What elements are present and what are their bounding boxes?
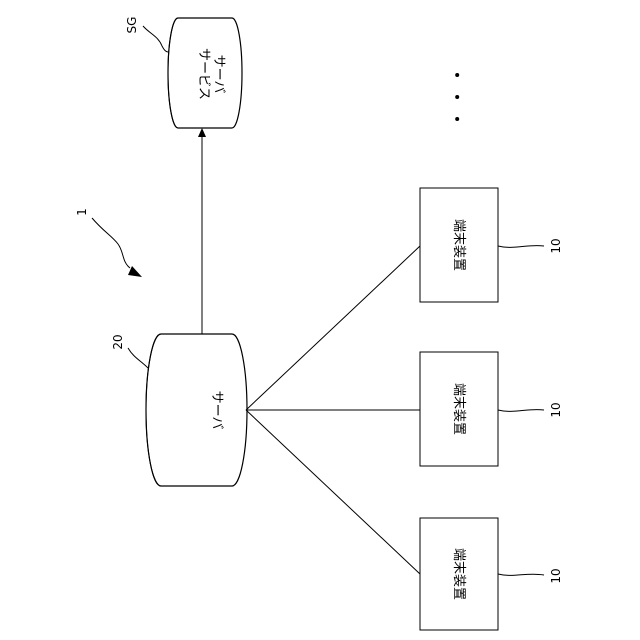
service-server-label-line1: サービス	[196, 48, 211, 100]
terminal-device-3-ref-leader	[498, 574, 544, 575]
link-terminal-top	[246, 246, 420, 410]
terminal-device-2: 端末装置 10	[420, 352, 563, 466]
terminal-device-3: 端末装置 10	[420, 518, 563, 630]
terminal-device-2-label: 端末装置	[451, 383, 466, 435]
system-ref-leader	[92, 218, 130, 268]
service-server: サービス サーバ SG	[125, 17, 242, 128]
service-server-label-line2: サーバ	[211, 55, 226, 94]
terminal-device-1-label: 端末装置	[451, 219, 466, 271]
server-ref-leader	[128, 348, 148, 368]
server: サーバ 20	[111, 334, 247, 486]
continuation-dots: ・・・	[447, 67, 466, 133]
terminal-device-2-ref-label: 10	[549, 402, 563, 417]
system-ref-label: 1	[75, 208, 89, 216]
terminal-device-1-ref-leader	[498, 246, 544, 248]
server-ref-label: 20	[111, 334, 125, 349]
terminal-device-1: 端末装置 10	[420, 188, 563, 302]
server-body	[146, 334, 247, 486]
system-reference: 1	[75, 208, 142, 277]
terminal-device-3-ref-label: 10	[549, 568, 563, 583]
server-label: サーバ	[209, 391, 224, 430]
terminal-device-1-ref-label: 10	[549, 238, 563, 253]
terminal-device-2-ref-leader	[498, 410, 544, 412]
service-server-ref-label: SG	[125, 17, 139, 34]
link-terminal-bottom	[246, 410, 420, 574]
terminal-device-3-label: 端末装置	[451, 548, 466, 600]
service-server-ref-leader	[143, 26, 168, 52]
